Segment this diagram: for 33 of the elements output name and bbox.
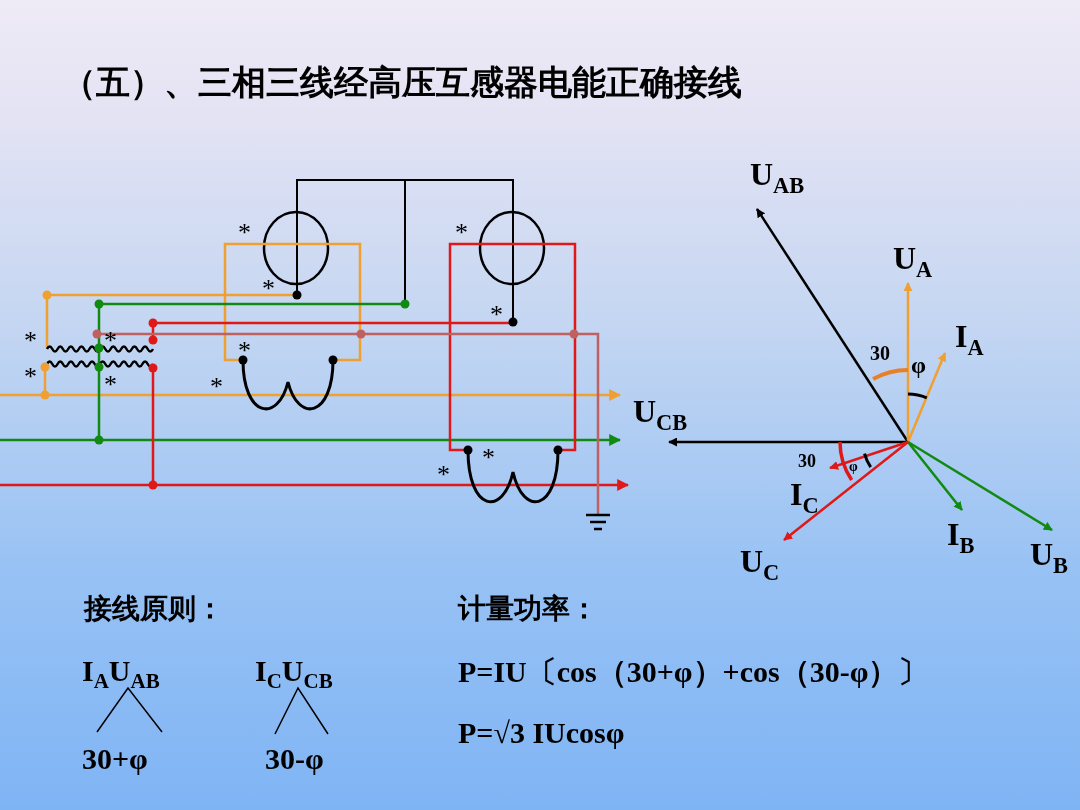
polarity-mark: *: [455, 218, 468, 248]
formula: 30+φ: [82, 742, 148, 776]
polarity-mark: *: [238, 336, 251, 366]
section-heading: 接线原则：: [84, 592, 224, 626]
polarity-mark: *: [262, 274, 275, 304]
angle-label: φ: [849, 459, 858, 475]
formula: 30-φ: [265, 742, 324, 776]
polarity-mark: *: [437, 460, 450, 490]
phasor-label: U$_{CB}$: [633, 393, 688, 436]
phasor-label: I$_{C}$: [790, 476, 819, 519]
section-heading: 计量功率：: [458, 592, 598, 626]
polarity-mark: *: [482, 443, 495, 473]
polarity-mark: *: [24, 326, 37, 356]
slide-title: （五）、三相三线经高压互感器电能正确接线: [62, 62, 742, 103]
phasor-label: I$_{B}$: [947, 516, 975, 559]
polarity-mark: *: [238, 218, 251, 248]
angle-label: 30: [870, 342, 890, 365]
phasor-label: U$_{C}$: [740, 543, 780, 586]
formula: I$_{A}$U$_{AB}$: [82, 654, 160, 695]
polarity-mark: *: [490, 300, 503, 330]
phasor-label: U$_{A}$: [893, 240, 933, 283]
polarity-mark: *: [210, 372, 223, 402]
phasor-label: U$_{B}$: [1030, 536, 1069, 579]
phasor-label: I$_{A}$: [955, 318, 984, 361]
polarity-mark: *: [24, 362, 37, 392]
polarity-mark: *: [104, 370, 117, 400]
angle-label: 30: [798, 451, 816, 472]
polarity-mark: *: [104, 326, 117, 356]
phasor-label: U$_{AB}$: [750, 156, 805, 199]
angle-label: φ: [911, 352, 926, 379]
formula: I$_{C}$U$_{CB}$: [255, 654, 333, 695]
formula: P=√3 IUcosφ: [458, 716, 625, 750]
formula: P=IU〔cos（30+φ）+cos（30-φ）〕: [458, 654, 929, 690]
